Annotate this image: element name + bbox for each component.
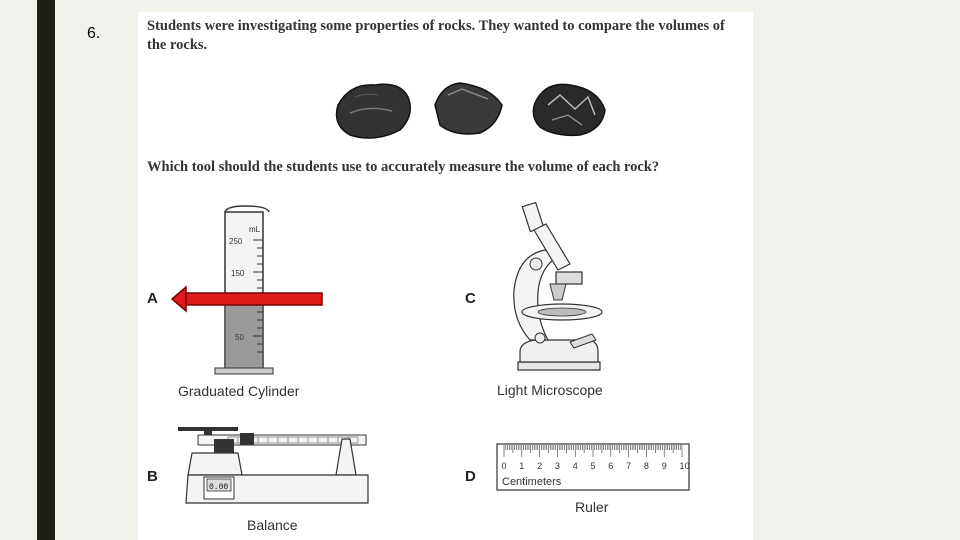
cylinder-tick-150: 150 <box>231 269 245 278</box>
cylinder-unit-label: mL <box>249 225 261 234</box>
option-d-caption: Ruler <box>575 499 609 515</box>
rock-2 <box>434 82 503 135</box>
ruler-tick-label: 1 <box>519 461 524 471</box>
ruler-illustration: 0 1 2 3 4 5 6 7 8 9 10 Centimeters <box>496 443 690 491</box>
left-accent-bar <box>37 0 55 540</box>
ruler-tick-label: 2 <box>537 461 542 471</box>
option-b-letter[interactable]: B <box>147 468 158 485</box>
ruler-tick-label: 10 <box>680 461 690 471</box>
question-intro: Students were investigating some propert… <box>147 18 725 53</box>
option-c-letter[interactable]: C <box>465 290 476 307</box>
balance-illustration: 0.00 <box>178 427 369 504</box>
slide-number: 6. <box>87 25 101 42</box>
ruler-tick-label: 3 <box>555 461 560 471</box>
cylinder-tick-50: 50 <box>235 333 244 342</box>
ruler-tick-label: 0 <box>502 461 507 471</box>
ruler-tick-label: 7 <box>626 461 631 471</box>
cylinder-tick-250: 250 <box>229 237 243 246</box>
question-prompt: Which tool should the students use to ac… <box>147 159 660 175</box>
ruler-unit-label: Centimeters <box>502 476 562 488</box>
light-microscope-illustration <box>513 201 603 371</box>
rock-3 <box>532 83 606 137</box>
option-a-letter[interactable]: A <box>147 290 158 307</box>
rock-1 <box>335 83 411 139</box>
option-c-caption: Light Microscope <box>497 382 603 398</box>
option-b-caption: Balance <box>247 517 298 533</box>
rocks-illustration <box>335 82 606 139</box>
option-a-caption: Graduated Cylinder <box>178 383 300 399</box>
option-d-letter[interactable]: D <box>465 468 476 485</box>
ruler-tick-label: 8 <box>644 461 649 471</box>
answer-arrow <box>170 285 323 313</box>
graduated-cylinder-illustration: mL 250 150 50 <box>214 205 274 375</box>
ruler-tick-label: 4 <box>573 461 578 471</box>
balance-display-readout: 0.00 <box>209 483 228 492</box>
ruler-tick-label: 5 <box>591 461 596 471</box>
ruler-tick-label: 9 <box>662 461 667 471</box>
ruler-tick-label: 6 <box>608 461 613 471</box>
